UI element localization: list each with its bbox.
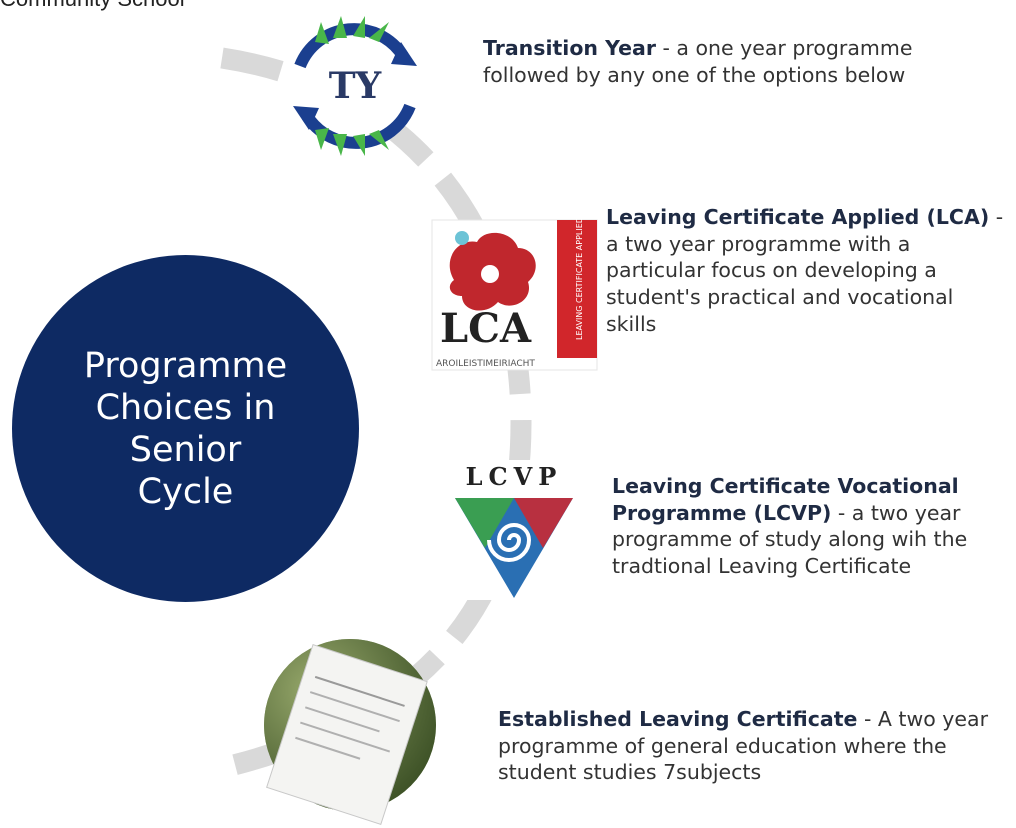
transition-year-description: Transition Year - a one year programme f… [483, 35, 1003, 88]
programme-title: Leaving Certificate Applied (LCA) [606, 205, 990, 229]
center-circle: Programme Choices in Senior Cycle [12, 255, 359, 602]
school-name-header: Community School [0, 0, 185, 12]
lcvp-spiral [487, 523, 532, 562]
ty-logo: TY [293, 16, 417, 156]
center-title-line: Cycle [137, 471, 234, 512]
programme-title: Leaving Certificate Vocational Programme… [612, 474, 959, 525]
center-title-line: Senior [129, 429, 242, 470]
programme-description: - a one year programme followed by any o… [483, 36, 913, 87]
center-title-line: Programme [83, 345, 288, 386]
programme-description: - A two year programme of general educat… [498, 707, 989, 785]
lca-logo: LCA LEAVING CERTIFICATE APPLIED AROILEIS… [431, 217, 598, 371]
programme-description: - a two year programme with a particular… [606, 205, 1004, 336]
programme-title: Established Leaving Certificate [498, 707, 858, 731]
lca-footer-text: AROILEISTIMEIRIACHT [436, 359, 535, 369]
certificate-photo [264, 639, 436, 826]
established-lc-description: Established Leaving Certificate - A two … [498, 706, 998, 786]
lca-side-text: LEAVING CERTIFICATE APPLIED [575, 217, 584, 340]
ty-logo-text: TY [329, 65, 383, 107]
ty-arrow-top [294, 23, 409, 69]
lcvp-description: Leaving Certificate Vocational Programme… [612, 473, 1012, 580]
lca-description: Leaving Certificate Applied (LCA) - a tw… [606, 204, 1006, 337]
lcvp-logo-text: LCVP [466, 462, 563, 491]
center-title: Programme Choices in Senior Cycle [71, 345, 301, 513]
center-title-line: Choices in [95, 387, 276, 428]
lca-side-band [557, 220, 597, 358]
programme-title: Transition Year [483, 36, 656, 60]
programme-description: - a two year programme of study along wi… [612, 500, 968, 578]
lcvp-logo: LCVP [447, 460, 582, 600]
lca-logo-text: LCA [440, 305, 532, 352]
